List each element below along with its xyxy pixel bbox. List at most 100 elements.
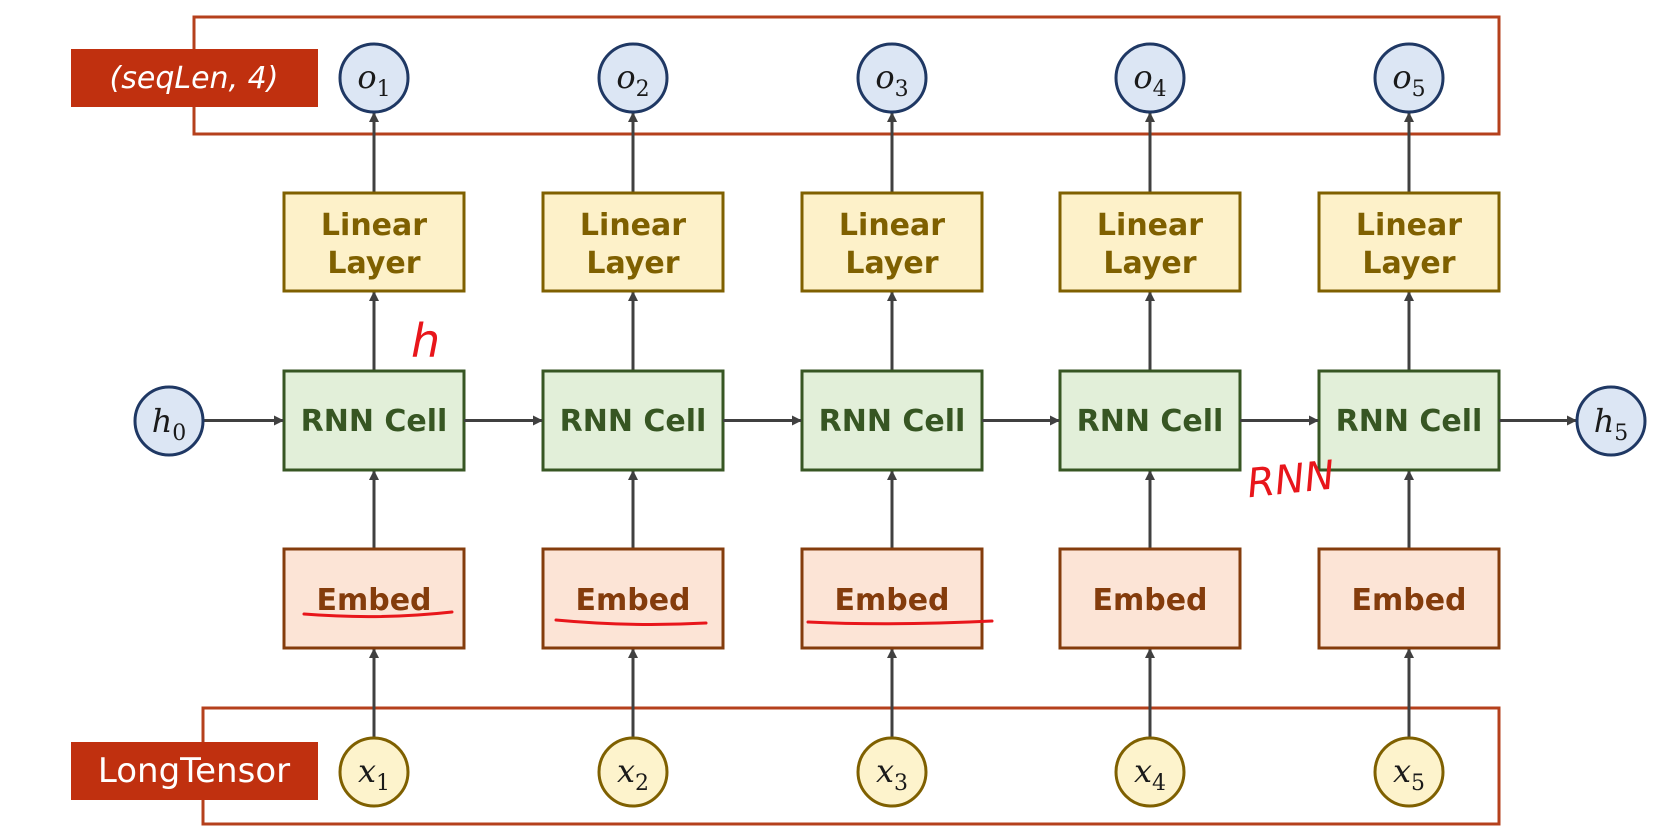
hidden-end-node: h5	[1575, 385, 1647, 457]
linear-layer-line1: Linear	[839, 208, 945, 243]
output-node-3: o3	[856, 42, 928, 114]
hidden-start-sub: 0	[172, 421, 186, 446]
rnn-cell-box-4: RNN Cell	[1058, 369, 1242, 472]
output-label-sub: 2	[636, 77, 650, 102]
input-label-base: x	[617, 752, 635, 790]
output-label-sub: 5	[1412, 77, 1426, 102]
input-label-sub: 2	[635, 771, 649, 796]
rnn-cell-label: RNN Cell	[1077, 404, 1224, 439]
input-node-5: x5	[1373, 736, 1445, 808]
output-label-base: o	[616, 58, 635, 96]
linear-layer-line2: Layer	[1103, 246, 1196, 281]
ink-annotations: h RNN	[302, 314, 1337, 626]
svg-text:x1: x1	[358, 752, 390, 796]
linear-layer-line2: Layer	[327, 246, 420, 281]
input-node-3: x3	[856, 736, 928, 808]
output-shape-tag: (seqLen, 4)	[71, 49, 318, 107]
input-node-4: x4	[1114, 736, 1186, 808]
rnn-note: RNN	[1245, 452, 1337, 507]
svg-text:h0: h0	[152, 402, 187, 446]
output-node-4: o4	[1114, 42, 1186, 114]
embed-box-3: Embed	[800, 547, 984, 650]
rnn-cell-label: RNN Cell	[1336, 404, 1483, 439]
rnn-cell-label: RNN Cell	[301, 404, 448, 439]
rnn-cell-box-3: RNN Cell	[800, 369, 984, 472]
embed-box-5: Embed	[1317, 547, 1501, 650]
embed-label: Embed	[316, 583, 431, 618]
svg-text:o4: o4	[1133, 58, 1166, 102]
rnn-cell-box-5: RNN Cell	[1317, 369, 1501, 472]
output-shape-tag-label: (seqLen, 4)	[110, 61, 279, 96]
output-node-1: o1	[338, 42, 410, 114]
linear-layer-line1: Linear	[321, 208, 427, 243]
input-label-sub: 5	[1411, 771, 1425, 796]
hidden-start-base: h	[152, 402, 173, 440]
embed-label: Embed	[1092, 583, 1207, 618]
output-label-base: o	[875, 58, 894, 96]
linear-layer-line2: Layer	[845, 246, 938, 281]
input-label-base: x	[1134, 752, 1152, 790]
embed-underline-2	[554, 618, 708, 626]
input-label-base: x	[876, 752, 894, 790]
input-label-sub: 4	[1152, 771, 1166, 796]
output-label-base: o	[1392, 58, 1411, 96]
linear-layer-line1: Linear	[1356, 208, 1462, 243]
embed-underline-3	[806, 619, 994, 626]
svg-text:x2: x2	[617, 752, 649, 796]
embed-label: Embed	[834, 583, 949, 618]
embed-label: Embed	[1351, 583, 1466, 618]
embed-box-2: Embed	[541, 547, 725, 650]
input-label-base: x	[1393, 752, 1411, 790]
input-node-2: x2	[597, 736, 669, 808]
output-label-base: o	[1133, 58, 1152, 96]
input-label-sub: 3	[894, 771, 908, 796]
h-note: h	[411, 314, 440, 368]
embed-label: Embed	[575, 583, 690, 618]
svg-text:x5: x5	[1393, 752, 1425, 796]
svg-text:o1: o1	[357, 58, 390, 102]
svg-text:o5: o5	[1392, 58, 1425, 102]
output-label-sub: 4	[1153, 77, 1167, 102]
svg-text:x3: x3	[876, 752, 908, 796]
rnn-cell-box-2: RNN Cell	[541, 369, 725, 472]
hidden-start-node: h0	[133, 385, 205, 457]
svg-text:x4: x4	[1134, 752, 1166, 796]
embed-box-4: Embed	[1058, 547, 1242, 650]
hidden-end-sub: 5	[1614, 421, 1628, 446]
rnn-cell-label: RNN Cell	[819, 404, 966, 439]
output-label-sub: 1	[377, 77, 391, 102]
rnn-cell-label: RNN Cell	[560, 404, 707, 439]
rnn-cell-box-1: RNN Cell	[282, 369, 466, 472]
linear-layer-line1: Linear	[580, 208, 686, 243]
hidden-end-base: h	[1594, 402, 1615, 440]
output-node-2: o2	[597, 42, 669, 114]
embed-box-1: Embed	[282, 547, 466, 650]
input-node-1: x1	[338, 736, 410, 808]
svg-text:o2: o2	[616, 58, 649, 102]
output-node-5: o5	[1373, 42, 1445, 114]
input-label-base: x	[358, 752, 376, 790]
input-type-tag: LongTensor	[71, 742, 318, 800]
linear-layer-line1: Linear	[1097, 208, 1203, 243]
input-type-tag-label: LongTensor	[98, 751, 290, 791]
svg-text:o3: o3	[875, 58, 908, 102]
linear-layer-line2: Layer	[1362, 246, 1455, 281]
input-label-sub: 1	[376, 771, 390, 796]
output-label-base: o	[357, 58, 376, 96]
linear-layer-line2: Layer	[586, 246, 679, 281]
svg-text:h5: h5	[1594, 402, 1629, 446]
output-label-sub: 3	[895, 77, 909, 102]
embed-underline-1	[302, 610, 454, 619]
